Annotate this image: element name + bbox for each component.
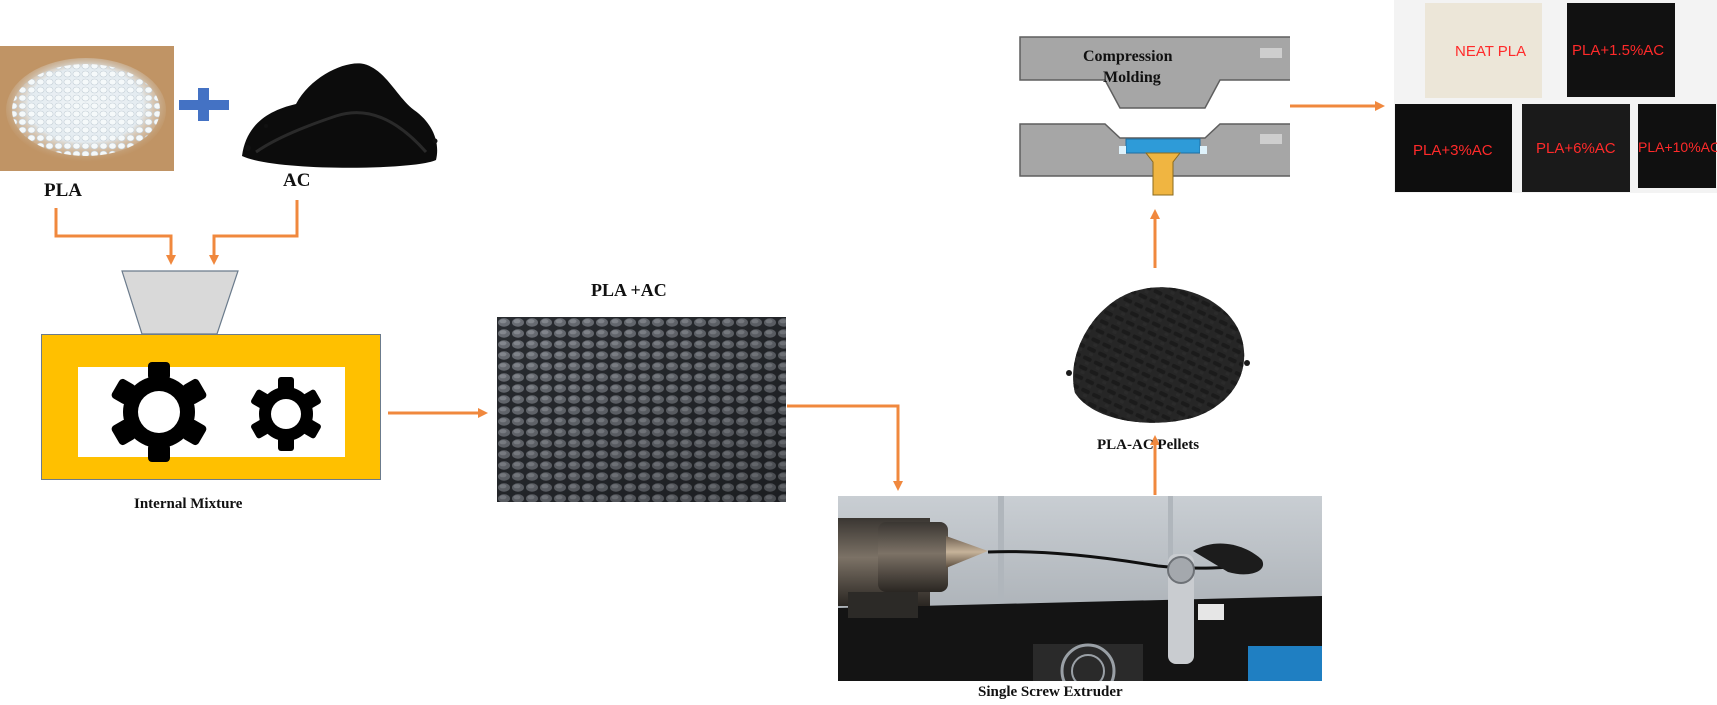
- arrow-blend-to-extruder: [787, 404, 903, 491]
- pla-granules-image: [0, 46, 174, 171]
- hopper: [120, 270, 240, 335]
- sample-label: PLA+3%AC: [1413, 142, 1493, 159]
- compression-molding-label-line2: Molding: [1103, 69, 1161, 86]
- compression-molding-diagram: [1015, 36, 1290, 196]
- pla-ac-pellets-label: PLA-AC Pellets: [1097, 437, 1200, 453]
- small-gear-icon: [251, 377, 321, 451]
- ac-powder-image: [236, 56, 442, 172]
- sample-neat-pla: NEAT PLA: [1425, 3, 1542, 98]
- arrow-pla-to-hopper: [54, 208, 176, 265]
- sample-pla-1-5-ac: PLA+1.5%AC: [1567, 3, 1675, 97]
- sample-pla-3-ac: PLA+3%AC: [1395, 104, 1512, 192]
- sample-label: PLA+6%AC: [1536, 140, 1616, 157]
- arrow-ac-to-hopper: [209, 200, 299, 265]
- pla-ac-pellets-image: [1055, 273, 1255, 428]
- sample-label: NEAT PLA: [1455, 43, 1527, 60]
- pla-label: PLA: [44, 180, 82, 201]
- plus-icon: [179, 88, 229, 121]
- single-screw-extruder-image: [838, 496, 1322, 681]
- ac-label: AC: [283, 170, 311, 191]
- pla-ac-label: PLA +AC: [591, 280, 667, 300]
- sample-pla-6-ac: PLA+6%AC: [1522, 104, 1630, 192]
- compression-molding-label-line1: Compression: [1083, 48, 1173, 65]
- sample-pla-10-ac: PLA+10%AC: [1638, 104, 1717, 188]
- sample-label: PLA+1.5%AC: [1572, 42, 1665, 59]
- internal-mixer-body: [41, 334, 381, 480]
- internal-mixture-label: Internal Mixture: [134, 496, 243, 512]
- samples-panel: NEAT PLA PLA+1.5%AC PLA+3%AC PLA+6%AC PL…: [1394, 0, 1717, 193]
- single-screw-extruder-label: Single Screw Extruder: [978, 684, 1123, 700]
- sample-label: PLA+10%AC: [1638, 139, 1717, 155]
- large-gear-icon: [111, 362, 207, 462]
- pla-ac-blend-image: [497, 317, 786, 502]
